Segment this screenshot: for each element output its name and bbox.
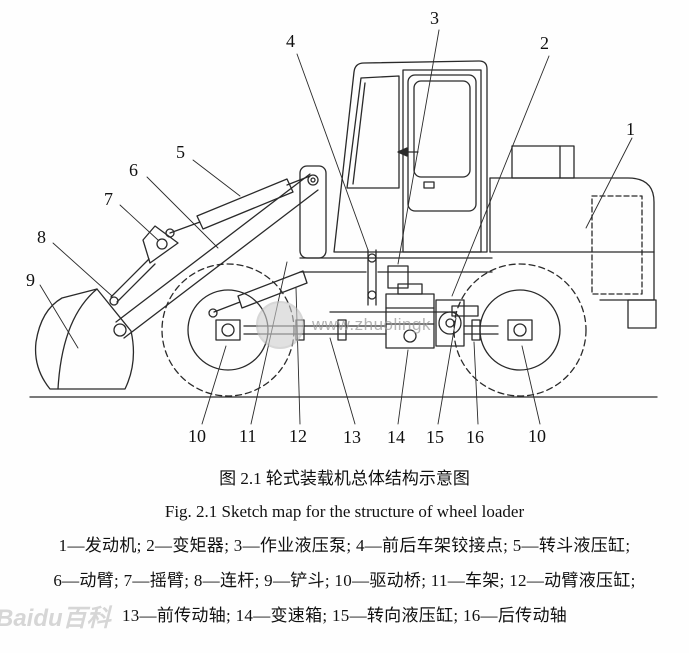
front-drive-shaft [243, 319, 387, 341]
link-rod [109, 258, 156, 306]
callout-rear-drive-shaft: 16 [466, 427, 484, 447]
torque-converter [435, 299, 465, 347]
callout-front-axle: 10 [188, 426, 206, 446]
callout-tilt-cylinder: 5 [176, 142, 185, 162]
frame [299, 165, 493, 313]
arrow-left-icon [397, 147, 419, 157]
boom-cylinder [208, 270, 308, 318]
callout-gearbox: 14 [387, 427, 405, 447]
steering-cylinder [451, 305, 479, 317]
gearbox [385, 283, 435, 349]
figure-caption-en: Fig. 2.1 Sketch map for the structure of… [164, 502, 525, 521]
rear-wheel [453, 263, 587, 397]
callout-front-drive-shaft: 13 [343, 427, 361, 447]
rear-body [489, 145, 657, 329]
callout-boom-cylinder: 12 [289, 426, 307, 446]
figure-caption-zh: 图 2.1 轮式装载机总体结构示意图 [219, 469, 470, 488]
wheel-loader-diagram [29, 29, 658, 425]
callout-torque-converter: 2 [540, 33, 549, 53]
leader-lines [39, 29, 633, 425]
callout-link: 8 [37, 227, 46, 247]
callout-rocker: 7 [104, 189, 113, 209]
articulation-hinge [367, 249, 377, 306]
callout-frame: 11 [239, 426, 257, 446]
rocker-arm [142, 225, 179, 264]
tilt-cylinder [165, 175, 311, 238]
legend-line-3: 13—前传动轴; 14—变速箱; 15—转向液压缸; 16—后传动轴 [121, 606, 568, 625]
bucket [34, 288, 135, 390]
callout-rear-axle: 10 [528, 426, 546, 446]
front-wheel [161, 263, 295, 397]
callout-boom: 6 [129, 160, 138, 180]
callout-engine: 1 [626, 119, 635, 139]
boom [113, 173, 319, 339]
rear-drive-shaft [463, 319, 499, 341]
legend-line-2: 6—动臂; 7—摇臂; 8—连杆; 9—铲斗; 10—驱动桥; 11—车架; 1… [53, 571, 636, 590]
callout-bucket: 9 [26, 270, 35, 290]
callout-hinge-point: 4 [286, 31, 295, 51]
legend-line-1: 1—发动机; 2—变矩器; 3—作业液压泵; 4—前后车架铰接点; 5—转斗液压… [58, 536, 631, 555]
callout-steering-cylinder: 15 [426, 427, 444, 447]
cab [333, 60, 488, 253]
callout-work-pump: 3 [430, 8, 439, 28]
